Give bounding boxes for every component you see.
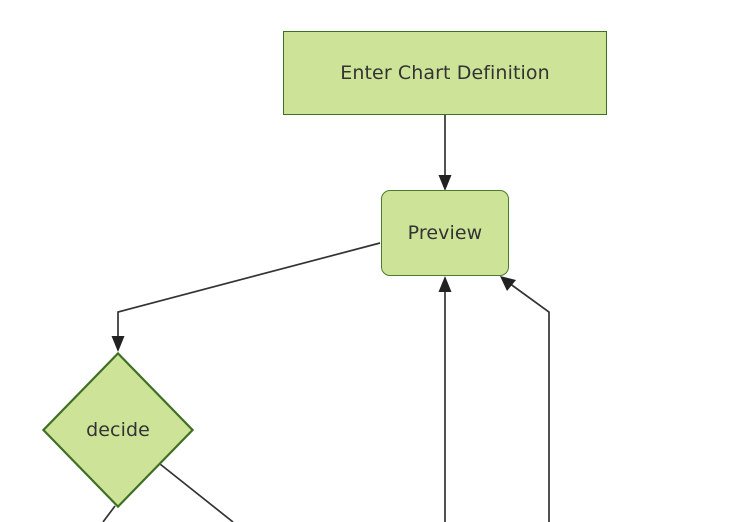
edge-decide-bottom-right xyxy=(159,463,234,522)
edge-line xyxy=(159,463,234,522)
edge-center-to-preview xyxy=(438,276,452,522)
diamond-outline xyxy=(42,352,194,508)
edge-line xyxy=(117,242,381,342)
node-label: decide xyxy=(86,418,150,441)
edge-line xyxy=(102,505,116,522)
edge-decide-bottom-left xyxy=(102,505,116,522)
arrowhead-icon xyxy=(500,276,516,291)
node-preview[interactable]: Preview xyxy=(381,190,509,276)
edge-preview-to-decide xyxy=(111,242,381,352)
node-decide[interactable]: decide xyxy=(42,352,194,508)
edge-enter-to-preview xyxy=(438,115,452,191)
arrowhead-icon xyxy=(111,336,125,352)
arrowhead-icon xyxy=(438,276,452,292)
node-label: Preview xyxy=(407,221,483,244)
node-enter-chart-definition[interactable]: Enter Chart Definition xyxy=(283,31,607,115)
arrowhead-icon xyxy=(438,175,452,191)
node-label: Enter Chart Definition xyxy=(340,61,550,84)
diamond-shape xyxy=(42,352,194,508)
edge-line xyxy=(508,282,550,522)
edge-right-to-preview xyxy=(500,276,550,522)
